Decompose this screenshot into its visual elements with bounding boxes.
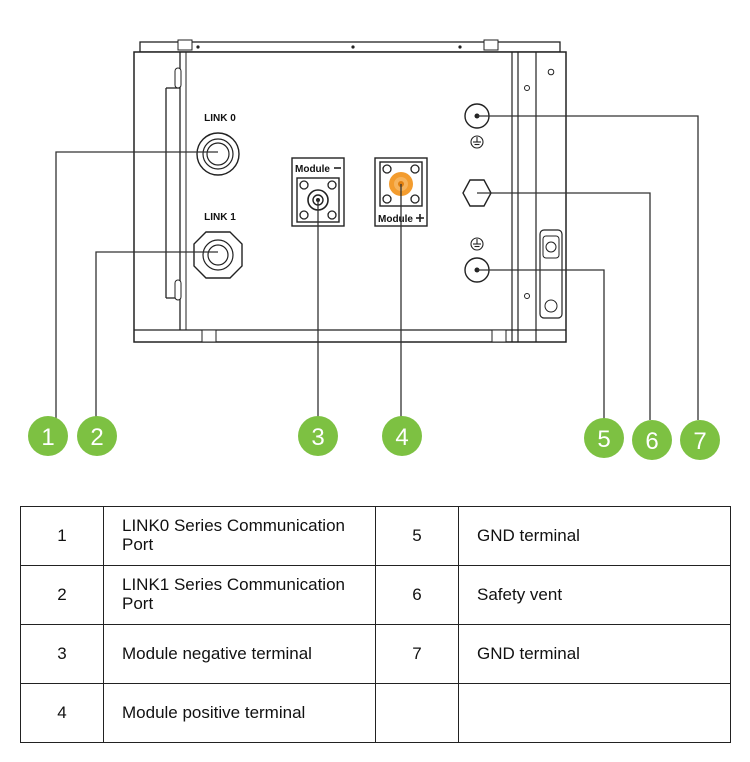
legend-description: Module positive terminal bbox=[103, 683, 376, 743]
svg-text:4: 4 bbox=[395, 424, 408, 451]
legend-number: 5 bbox=[375, 506, 459, 566]
callout-badge-4: 4 bbox=[382, 416, 422, 456]
callout-badge-1: 1 bbox=[28, 416, 68, 456]
svg-text:5: 5 bbox=[597, 426, 610, 453]
svg-text:1: 1 bbox=[41, 424, 54, 451]
table-row: 4 Module positive terminal bbox=[20, 683, 731, 743]
link0-label: LINK 0 bbox=[204, 113, 236, 124]
legend-number: 6 bbox=[375, 565, 459, 625]
callout-badge-6: 6 bbox=[632, 420, 672, 460]
ridge-screw bbox=[351, 45, 355, 49]
link0-port bbox=[196, 132, 240, 176]
ridge-screw bbox=[196, 45, 200, 49]
callout-badge-7: 7 bbox=[680, 420, 720, 460]
legend-number: 3 bbox=[20, 624, 104, 684]
module-negative-label: Module bbox=[295, 164, 330, 175]
leader-line-2 bbox=[95, 251, 218, 420]
link1-label: LINK 1 bbox=[204, 212, 236, 223]
legend-description: LINK1 Series Communication Port bbox=[103, 565, 376, 625]
callout-badge-3: 3 bbox=[298, 416, 338, 456]
legend-description bbox=[458, 683, 731, 743]
svg-text:2: 2 bbox=[90, 424, 103, 451]
table-row: 1 LINK0 Series Communication Port 5 GND … bbox=[20, 506, 731, 566]
svg-text:3: 3 bbox=[311, 424, 324, 451]
legend-description: LINK0 Series Communication Port bbox=[103, 506, 376, 566]
rail-screw bbox=[544, 299, 558, 313]
table-row: 3 Module negative terminal 7 GND termina… bbox=[20, 624, 731, 684]
svg-text:7: 7 bbox=[693, 428, 706, 455]
leader-line-5 bbox=[477, 269, 605, 420]
callout-badge-5: 5 bbox=[584, 418, 624, 458]
bottom-clip bbox=[201, 329, 217, 343]
leader-line-7 bbox=[477, 115, 699, 420]
ground-symbol-icon bbox=[470, 237, 484, 251]
legend-table: 1 LINK0 Series Communication Port 5 GND … bbox=[20, 506, 731, 743]
ground-symbol-icon bbox=[470, 135, 484, 149]
leader-line-6 bbox=[477, 192, 651, 420]
bottom-clip bbox=[491, 329, 507, 343]
hinge-pin bbox=[174, 67, 182, 89]
link1-port bbox=[193, 231, 243, 279]
rail-screw bbox=[524, 85, 530, 91]
rail-screw bbox=[547, 68, 555, 76]
legend-description: GND terminal bbox=[458, 624, 731, 684]
housing-panel bbox=[133, 51, 567, 343]
leader-line-1 bbox=[55, 151, 218, 420]
battery-panel-diagram: LINK 0 LINK 1 Module Module bbox=[28, 39, 720, 460]
legend-description: GND terminal bbox=[458, 506, 731, 566]
ground-bolt-icon bbox=[545, 241, 557, 253]
legend-number bbox=[375, 683, 459, 743]
ridge-screw bbox=[458, 45, 462, 49]
legend-number: 7 bbox=[375, 624, 459, 684]
module-positive-label: Module bbox=[378, 214, 413, 225]
legend-number: 1 bbox=[20, 506, 104, 566]
hinge-pin bbox=[174, 279, 182, 301]
rail-screw bbox=[524, 293, 530, 299]
table-row: 2 LINK1 Series Communication Port 6 Safe… bbox=[20, 565, 731, 625]
legend-number: 2 bbox=[20, 565, 104, 625]
ridge-clip bbox=[177, 39, 193, 51]
legend-description: Module negative terminal bbox=[103, 624, 376, 684]
svg-text:6: 6 bbox=[645, 428, 658, 455]
callout-badge-2: 2 bbox=[77, 416, 117, 456]
legend-number: 4 bbox=[20, 683, 104, 743]
legend-description: Safety vent bbox=[458, 565, 731, 625]
ridge-clip bbox=[483, 39, 499, 51]
